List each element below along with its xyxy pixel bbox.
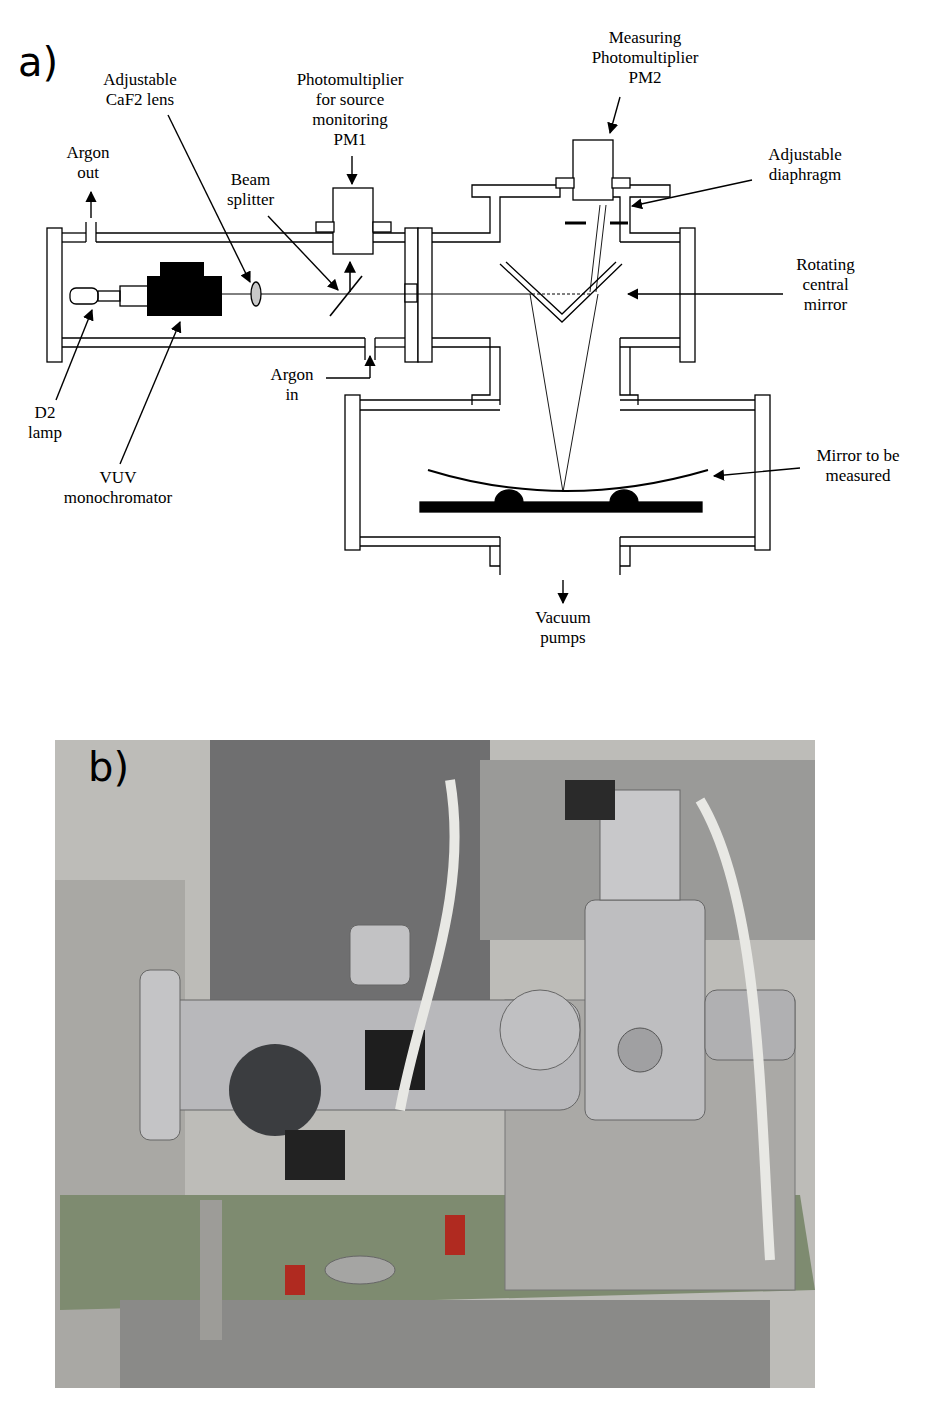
- label-text: Measuring Photomultiplier PM2: [592, 28, 699, 87]
- label-text: Beam splitter: [227, 170, 274, 209]
- label-text: Argon in: [270, 365, 313, 404]
- monochromator-block: [147, 262, 222, 316]
- callout-label: Photomultiplier for source monitoring PM…: [294, 70, 406, 150]
- label-text: b): [88, 744, 129, 790]
- callout-label: Beam splitter: [213, 170, 288, 210]
- callout-label: Argon out: [58, 143, 118, 183]
- callout-label: Adjustable CaF2 lens: [90, 70, 190, 110]
- label-text: a): [18, 39, 58, 85]
- callout-label: Measuring Photomultiplier PM2: [585, 28, 705, 88]
- callout-label: VUV monochromator: [58, 468, 178, 508]
- label-text: Mirror to be measured: [816, 446, 899, 485]
- label-text: VUV monochromator: [64, 468, 173, 507]
- label-text: Adjustable diaphragm: [768, 145, 842, 184]
- callout-label: Vacuum pumps: [528, 608, 598, 648]
- callout-label: Mirror to be measured: [803, 446, 913, 486]
- label-text: Vacuum pumps: [535, 608, 591, 647]
- leader-lines: [56, 97, 800, 603]
- callout-label: D2 lamp: [20, 403, 70, 443]
- callout-label: Rotating central mirror: [788, 255, 863, 315]
- label-text: Adjustable CaF2 lens: [103, 70, 177, 109]
- panel-letter: b): [88, 745, 148, 789]
- schematic: [47, 140, 770, 575]
- label-text: Photomultiplier for source monitoring PM…: [297, 70, 404, 149]
- label-text: D2 lamp: [28, 403, 62, 442]
- callout-label: Adjustable diaphragm: [755, 145, 855, 185]
- panel-letter: a): [18, 40, 78, 84]
- photo-illustration: [55, 740, 815, 1388]
- callout-label: Argon in: [262, 365, 322, 405]
- label-text: Rotating central mirror: [796, 255, 855, 314]
- label-text: Argon out: [66, 143, 109, 182]
